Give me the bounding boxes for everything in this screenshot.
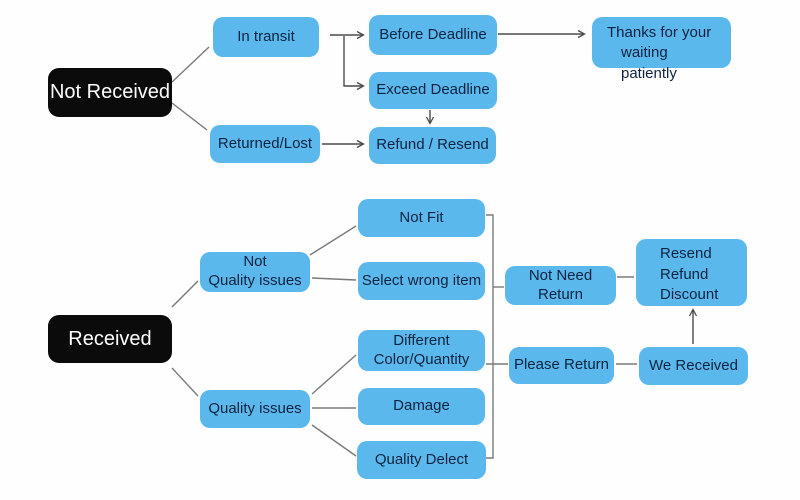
node-not-fit: Not Fit [358,199,485,237]
node-damage: Damage [358,388,485,425]
node-not-received: Not Received [48,68,172,117]
edge-quality-qualitydelect [311,424,357,457]
edge-intransit-exceeddeadline [343,36,365,91]
edge-notreceived-intransit [171,46,210,83]
node-received: Received [48,315,172,363]
edge-received-qualityissues [171,367,199,397]
edge-quality-differentcolor [311,354,357,395]
bracket-rail [486,214,494,459]
edge-notquality-selectwrong [311,277,357,281]
edge-notreceived-returnedlost [171,102,208,131]
node-not-quality-issues: Not Quality issues [200,252,310,292]
node-quality-delect: Quality Delect [357,441,486,479]
node-thanks-waiting: Thanks for your waiting patiently [592,17,731,82]
edge-received-notqualityissues [171,280,199,308]
node-different-color-quantity: Different Color/Quantity [358,330,485,371]
node-in-transit: In transit [213,17,319,57]
node-resend-refund-discount: Resend Refund Discount [636,239,747,306]
node-quality-issues: Quality issues [200,390,310,428]
node-we-received: We Received [639,347,748,385]
node-refund-resend: Refund / Resend [369,127,496,164]
node-select-wrong-item: Select wrong item [358,262,485,300]
node-before-deadline: Before Deadline [369,15,497,55]
node-returned-lost: Returned/Lost [210,125,320,163]
node-exceed-deadline: Exceed Deadline [369,72,497,109]
edge-notquality-notfit [309,225,357,256]
node-please-return: Please Return [509,347,614,384]
node-not-need-return: Not Need Return [505,266,616,305]
